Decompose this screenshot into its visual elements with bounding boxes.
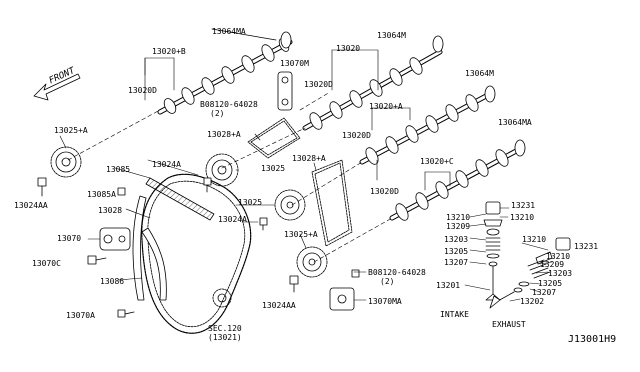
label-bolt-08120-lower-qty: (2) xyxy=(380,277,395,286)
bolt-13070c xyxy=(87,255,107,265)
label-13064ma-a: 13064MA xyxy=(212,27,246,36)
camshaft-13020 xyxy=(302,49,443,131)
label-13020-c: 13020+C xyxy=(420,157,454,166)
bolt-13024aa-lower xyxy=(289,275,299,293)
label-13207-a: 13207 xyxy=(444,258,469,267)
camshaft-13020-c xyxy=(389,147,521,221)
bolt-13085a xyxy=(117,187,126,196)
label-13207-b: 13207 xyxy=(532,288,557,297)
label-sec-13021: (13021) xyxy=(208,333,242,342)
diagram-reference-code: J13001H9 xyxy=(568,334,617,345)
label-13070ma: 13070MA xyxy=(368,297,402,306)
sensor-ring-13064m-a xyxy=(432,35,444,53)
label-13025-a-upper: 13025+A xyxy=(54,126,88,135)
label-13203-b: 13203 xyxy=(548,269,573,278)
label-13070a: 13070A xyxy=(66,311,95,320)
valve-train-intake xyxy=(483,201,503,301)
label-13025-upper: 13025 xyxy=(261,164,286,173)
sensor-ring-13064ma-b xyxy=(514,139,526,157)
label-13085: 13085 xyxy=(106,165,131,174)
label-13210-a2: 13210 xyxy=(510,213,535,222)
tensioner-13070ma xyxy=(329,287,355,311)
label-13231-a: 13231 xyxy=(511,201,536,210)
label-13024a-lower: 13024A xyxy=(218,215,247,224)
bolt-13024a-lower xyxy=(259,217,268,231)
bolt-13024a-upper xyxy=(203,177,212,193)
label-intake: INTAKE xyxy=(440,310,469,319)
bolt-08120-lower xyxy=(351,269,360,278)
label-13024aa-lower: 13024AA xyxy=(262,301,296,310)
label-13020: 13020 xyxy=(336,44,361,53)
label-13209-a: 13209 xyxy=(446,222,471,231)
label-13020-b: 13020+B xyxy=(152,47,186,56)
tensioner-13070 xyxy=(99,227,131,251)
label-13024aa-left: 13024AA xyxy=(14,201,48,210)
label-13210-b1: 13210 xyxy=(522,235,547,244)
label-13028-a-lower: 13028+A xyxy=(292,154,326,163)
label-13086: 13086 xyxy=(100,277,125,286)
label-exhaust: EXHAUST xyxy=(492,320,526,329)
reference-dash-lines xyxy=(67,91,393,263)
label-13024a-upper: 13024A xyxy=(152,160,181,169)
guide-13085a xyxy=(132,195,147,301)
label-sec-120: SEC.120 xyxy=(208,324,242,333)
label-13020d-2: 13020D xyxy=(304,80,333,89)
sprocket-13025-lower xyxy=(274,189,306,221)
label-13020d-3: 13020D xyxy=(342,131,371,140)
sprocket-13025-a-upper xyxy=(50,146,82,178)
bolt-13024aa-left xyxy=(37,177,47,197)
valve-train-exhaust xyxy=(489,237,571,309)
label-13020d-1: 13020D xyxy=(128,86,157,95)
label-bolt-08120-upper-qty: (2) xyxy=(210,109,225,118)
label-13203-a: 13203 xyxy=(444,235,469,244)
label-13064m-b: 13064M xyxy=(465,69,494,78)
label-13210-b2: 13210 xyxy=(546,252,571,261)
guide-13085 xyxy=(145,177,215,221)
label-13210-a1: 13210 xyxy=(446,213,471,222)
tensioner-13070m xyxy=(277,71,293,111)
tension-arm-13086 xyxy=(141,227,167,301)
label-13202: 13202 xyxy=(520,297,545,306)
sprocket-13025-a-lower xyxy=(296,246,328,278)
label-13070c: 13070C xyxy=(32,259,61,268)
label-13064m-a: 13064M xyxy=(377,31,406,40)
leader-lines xyxy=(59,49,553,302)
label-13020d-4: 13020D xyxy=(370,187,399,196)
sensor-ring-13064ma-a xyxy=(211,28,292,49)
label-13028-a-upper: 13028+A xyxy=(207,130,241,139)
chain-13028-a-lower xyxy=(311,159,353,247)
label-13205-b: 13205 xyxy=(538,279,563,288)
label-13064ma-b: 13064MA xyxy=(498,118,532,127)
label-13025-a-lower: 13025+A xyxy=(284,230,318,239)
label-13085a: 13085A xyxy=(87,190,116,199)
front-arrow-icon xyxy=(33,73,81,101)
label-13070m: 13070M xyxy=(280,59,309,68)
label-13020-a: 13020+A xyxy=(369,102,403,111)
label-13209-b: 13209 xyxy=(540,260,565,269)
bolt-13070a xyxy=(117,309,135,318)
chain-13028-a-upper xyxy=(247,117,301,159)
sensor-ring-13064m-b xyxy=(484,85,496,103)
label-13025-lower: 13025 xyxy=(238,198,263,207)
camshaft-13020-a xyxy=(359,92,491,165)
label-13028: 13028 xyxy=(98,206,123,215)
label-13201: 13201 xyxy=(436,281,461,290)
label-bolt-08120-upper: B08120-64028 xyxy=(200,100,258,109)
label-13070: 13070 xyxy=(57,234,82,243)
label-13231-b: 13231 xyxy=(574,242,599,251)
label-13205-a: 13205 xyxy=(444,247,469,256)
label-bolt-08120-lower: B08120-64028 xyxy=(368,268,426,277)
